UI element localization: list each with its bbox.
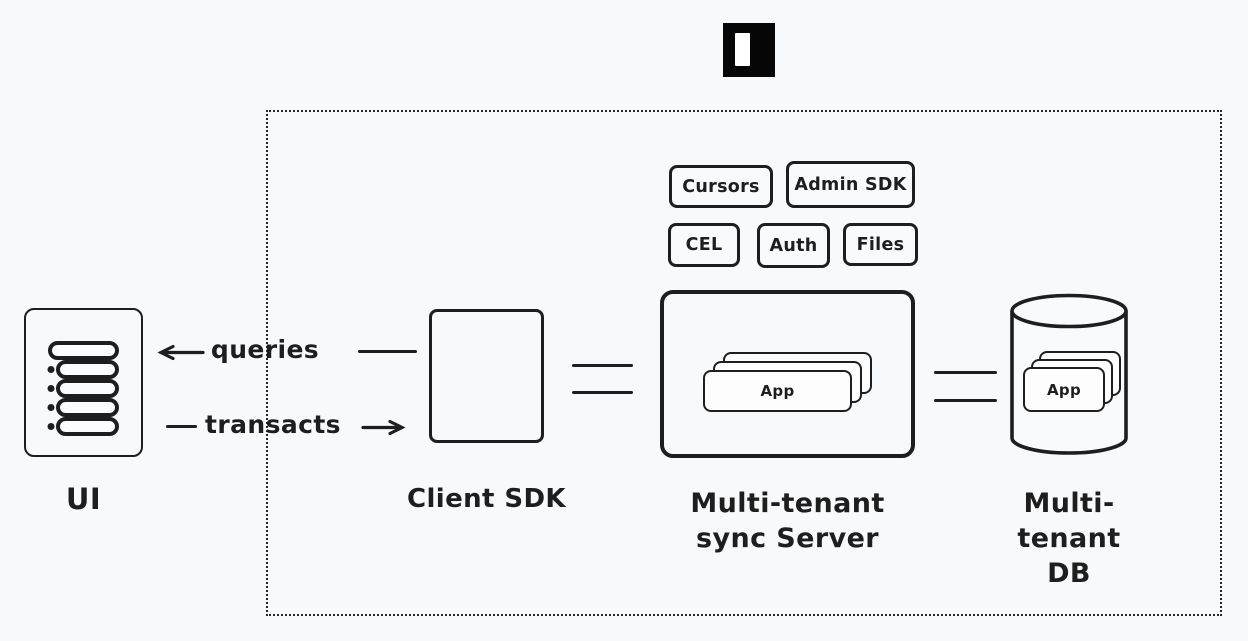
ui-node [24,308,143,457]
server-app-card-front: App [703,370,852,412]
client-sdk-label: Client SDK [407,484,566,514]
sync-connector-line [934,399,997,403]
queries-edge-label: queries [210,335,320,364]
server-app-card-label: App [760,382,795,400]
list-icon [47,341,119,436]
db-app-card-label: App [1047,380,1081,399]
sync-server-label: Multi-tenant sync Server [645,486,930,556]
platform-boundary [266,110,1222,616]
badge-admin-sdk-label: Admin SDK [794,174,907,195]
transacts-line [166,425,197,429]
sync-connector-line [572,364,633,368]
sync-connector-server-db [934,371,997,403]
transacts-edge-label: transacts [205,410,341,439]
transacts-arrow-icon [361,419,406,436]
sync-server-label-line1: Multi-tenant [690,488,885,519]
badge-auth: Auth [757,223,830,268]
badge-admin-sdk: Admin SDK [786,161,915,208]
badge-cursors: Cursors [669,165,773,208]
sync-server-label-line2: sync Server [696,523,879,554]
queries-line [358,350,417,354]
sync-connector-line [572,391,633,395]
logo-inner-bar [735,33,750,66]
db-label-line1: Multi-tenant [1017,488,1121,554]
sync-connector-client-server [572,364,633,395]
db-label-line2: DB [1047,558,1091,589]
badge-cel: CEL [668,223,740,267]
badge-cursors-label: Cursors [682,176,760,197]
queries-arrow-icon [157,344,205,361]
sync-connector-line [934,371,997,375]
instant-logo-icon [723,23,775,77]
db-app-card-front: App [1023,367,1105,412]
client-sdk-node [429,309,544,443]
badge-files: Files [843,223,918,266]
badge-auth-label: Auth [769,235,818,256]
db-label: Multi-tenant DB [978,486,1160,591]
badge-files-label: Files [856,234,905,255]
ui-node-label: UI [65,482,102,516]
badge-cel-label: CEL [685,235,723,255]
